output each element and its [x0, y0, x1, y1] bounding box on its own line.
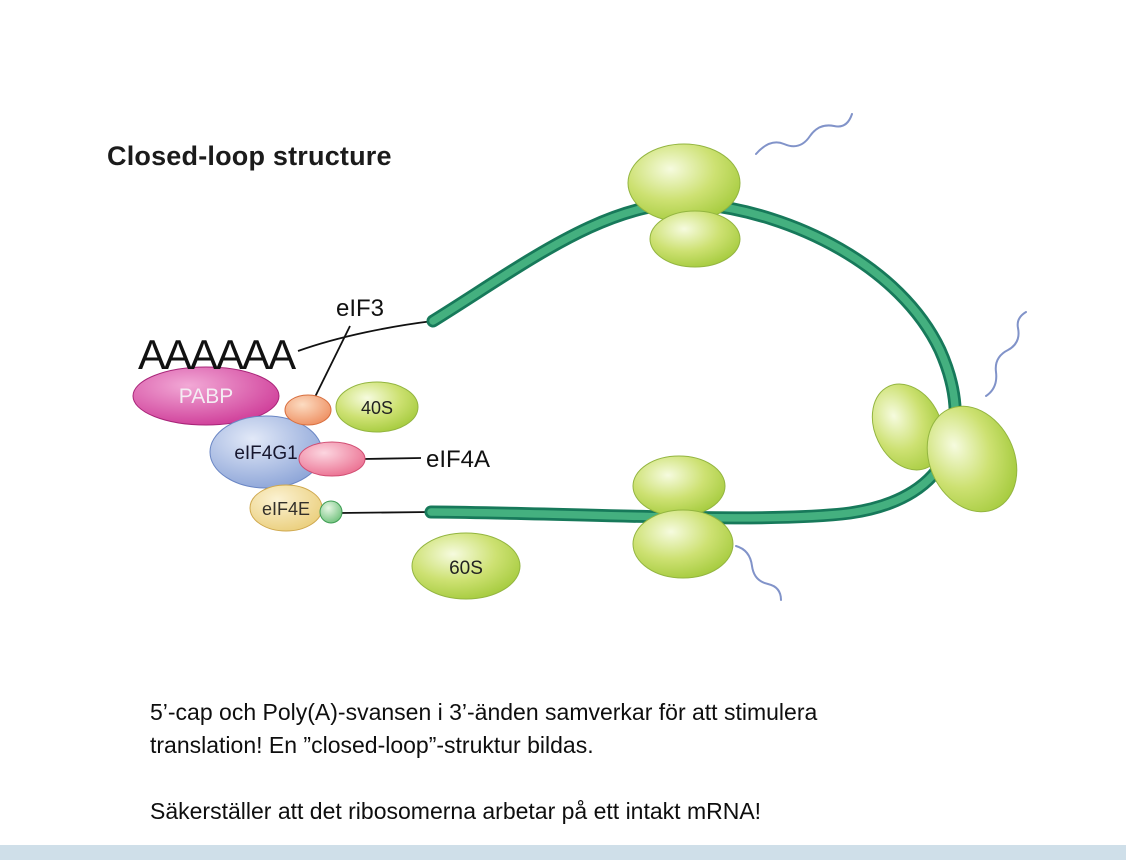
eif4a-protein	[298, 441, 366, 477]
pabp-protein	[132, 366, 280, 426]
caption-line-1: 5’-cap och Poly(A)-svansen i 3’-änden sa…	[150, 699, 818, 725]
eif4a-label: eIF4A	[426, 446, 490, 473]
nascent-peptide-squiggle-top	[755, 113, 853, 155]
polya-to-mrna-line	[297, 320, 434, 352]
eif4e-label: eIF4E	[262, 499, 310, 519]
ribosome-large-subunit	[632, 509, 734, 579]
nascent-peptide-squiggle-bottom	[735, 545, 782, 601]
ribosome-bottom	[632, 455, 734, 579]
footer-accent-bar	[0, 845, 1126, 860]
polya-label: AAAAAA	[138, 331, 296, 378]
five-prime-cap	[319, 500, 343, 524]
s40-subunit	[335, 381, 419, 433]
caption-line-3: Säkerställer att det ribosomerna arbetar…	[150, 798, 762, 824]
eif3-pointer-line	[313, 325, 351, 400]
ribosome-small-subunit	[649, 210, 741, 268]
eif3-label: eIF3	[336, 295, 384, 322]
diagram-title: Closed-loop structure	[107, 141, 392, 171]
cap-to-mrna-line	[339, 511, 431, 514]
s40-label: 40S	[361, 398, 393, 418]
eif4a-pointer-line	[362, 457, 422, 460]
caption: 5’-cap och Poly(A)-svansen i 3’-änden sa…	[150, 696, 817, 828]
pabp-label: PABP	[179, 385, 233, 408]
ribosome-top	[627, 143, 741, 268]
s60-label: 60S	[449, 558, 483, 579]
initiation-complex	[132, 366, 419, 532]
nascent-peptide-squiggle-right	[985, 311, 1027, 397]
ribosome-large-subunit	[627, 143, 741, 223]
eif3-protein	[284, 394, 332, 426]
caption-paragraph-gap	[150, 762, 817, 795]
ribosome-small-subunit	[632, 455, 726, 517]
ribosome-large-subunit	[926, 405, 1018, 513]
ribosome-right	[871, 383, 1018, 513]
s60-subunit	[411, 532, 521, 600]
caption-line-2: translation! En ”closed-loop”-struktur b…	[150, 732, 594, 758]
ribosome-small-subunit	[871, 383, 945, 471]
eif4g1-label: eIF4G1	[234, 443, 297, 464]
